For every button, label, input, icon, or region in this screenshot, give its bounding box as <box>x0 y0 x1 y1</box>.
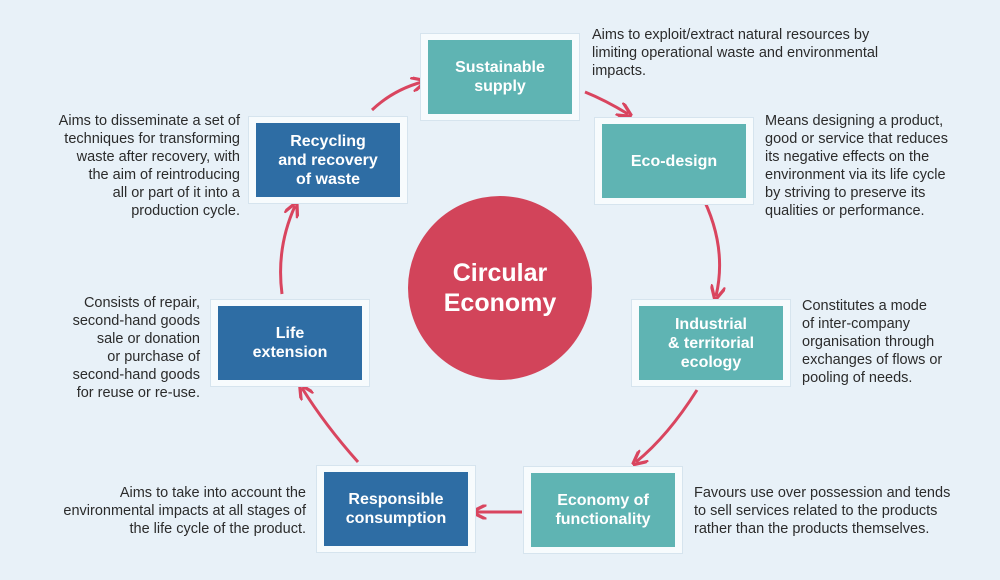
arrow-supply-to-ecodesign <box>584 90 628 114</box>
arrow-lifeextension-to-recycling <box>279 206 295 295</box>
desc-industrial-ecology: Constitutes a mode of inter-company orga… <box>802 298 943 386</box>
arrow-ecodesign-to-industrial <box>698 191 720 296</box>
node-eco-design: Eco-design <box>602 124 746 198</box>
node-economy-of-functionality: Economy of functionality <box>531 473 675 547</box>
desc-responsible-consumption: Aims to take into account the environmen… <box>63 485 306 537</box>
desc-eco-design: Means designing a product, good or servi… <box>765 113 948 219</box>
circular-economy-circle: Circular Economy <box>408 196 592 380</box>
arrow-industrial-to-functionality <box>636 389 699 462</box>
desc-economy-of-functionality: Favours use over possession and tends to… <box>694 485 951 537</box>
node-life-extension: Life extension <box>218 306 362 380</box>
arrow-recycling-to-supply <box>370 82 422 112</box>
node-recycling-recovery: Recycling and recovery of waste <box>256 123 400 197</box>
arrow-consumption-to-lifeextension <box>302 388 360 463</box>
node-industrial-ecology: Industrial & territorial ecology <box>639 306 783 380</box>
desc-sustainable-supply: Aims to exploit/extract natural resource… <box>592 27 879 79</box>
desc-recycling-recovery: Aims to disseminate a set of techniques … <box>58 113 240 219</box>
node-sustainable-supply: Sustainable supply <box>428 40 572 114</box>
desc-life-extension: Consists of repair, second-hand goods sa… <box>72 295 200 401</box>
node-responsible-consumption: Responsible consumption <box>324 472 468 546</box>
